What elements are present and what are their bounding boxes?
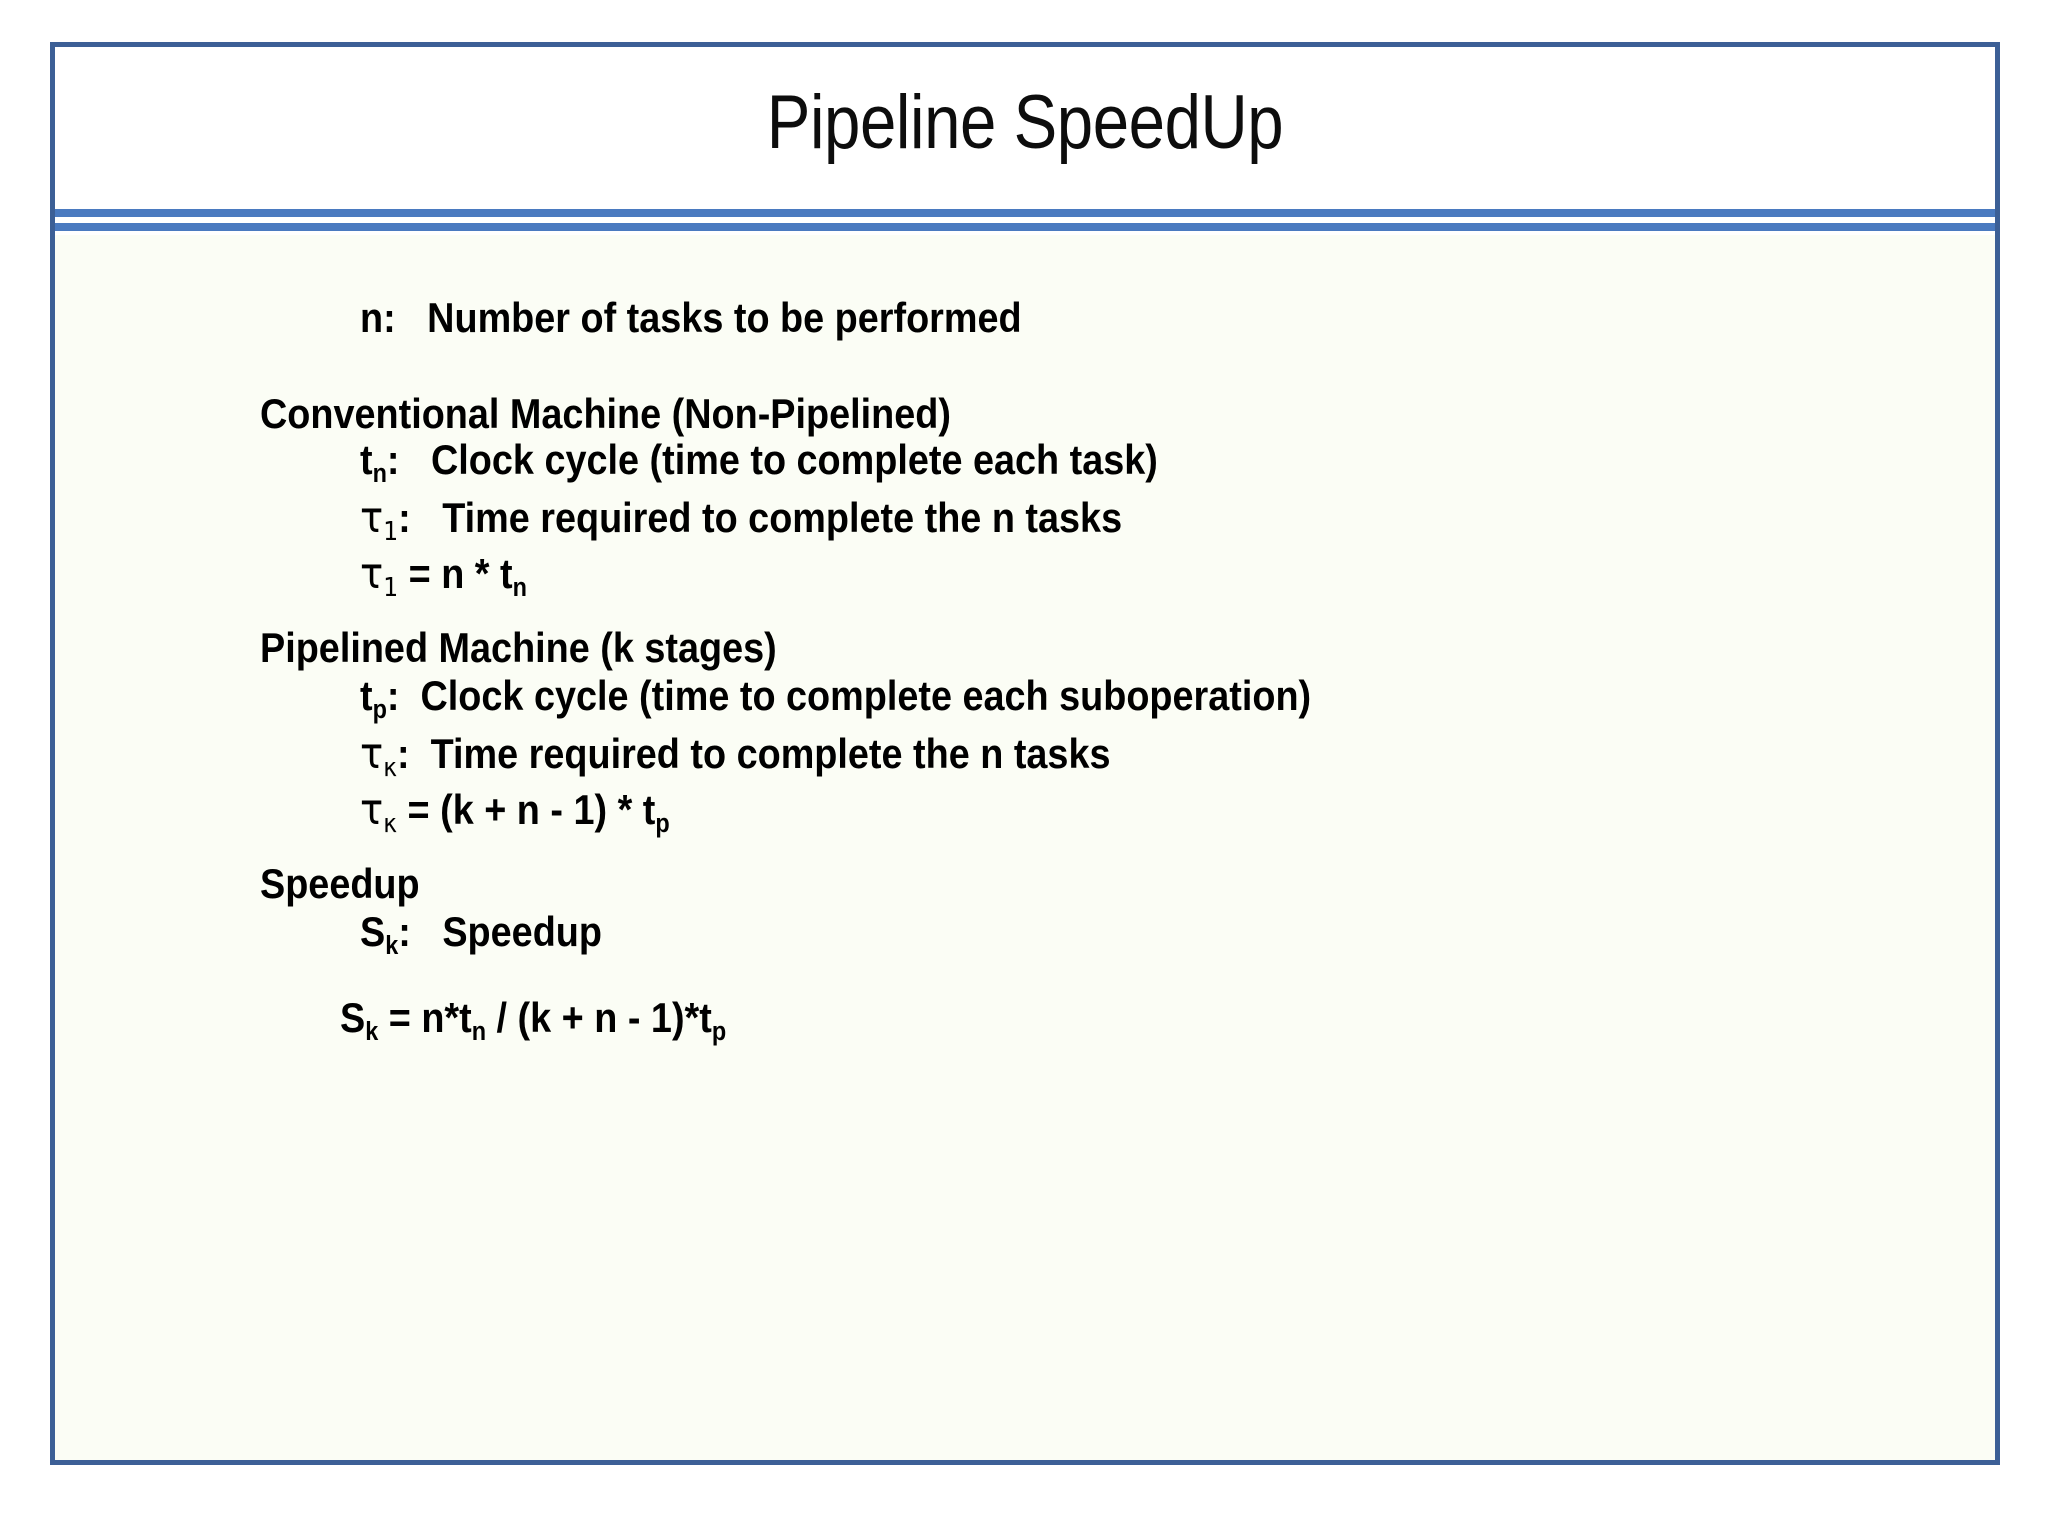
formula-tauk: τκ = (k + n - 1) * tp [360, 785, 670, 839]
line-n-definition: n: Number of tasks to be performed [360, 294, 1022, 341]
line-tn-definition: tn: Clock cycle (time to complete each t… [360, 436, 1158, 488]
line-sk-definition: Sk: Speedup [360, 908, 602, 960]
heading-pipelined-machine: Pipelined Machine (k stages) [260, 624, 777, 671]
line-tp-definition: tp: Clock cycle (time to complete each s… [360, 672, 1312, 724]
title-band: Pipeline SpeedUp [55, 47, 1995, 202]
page-title: Pipeline SpeedUp [766, 80, 1284, 165]
heading-speedup: Speedup [260, 860, 420, 907]
heading-conventional-machine: Conventional Machine (Non-Pipelined) [260, 390, 951, 437]
line-tauk-definition: τκ: Time required to complete the n task… [360, 729, 1111, 783]
title-divider [55, 204, 1995, 234]
slide-frame: Pipeline SpeedUp n: Number of tasks to b… [50, 42, 2000, 1465]
divider-rule-lower [55, 223, 1995, 231]
divider-rule-upper [55, 209, 1995, 217]
divider-rule-gap [55, 217, 1995, 223]
formula-tau1: τ1 = n * tn [360, 549, 527, 603]
line-tau1-definition: τ1: Time required to complete the n task… [360, 493, 1123, 547]
formula-sk: Sk = n*tn / (k + n - 1)*tp [340, 994, 727, 1046]
